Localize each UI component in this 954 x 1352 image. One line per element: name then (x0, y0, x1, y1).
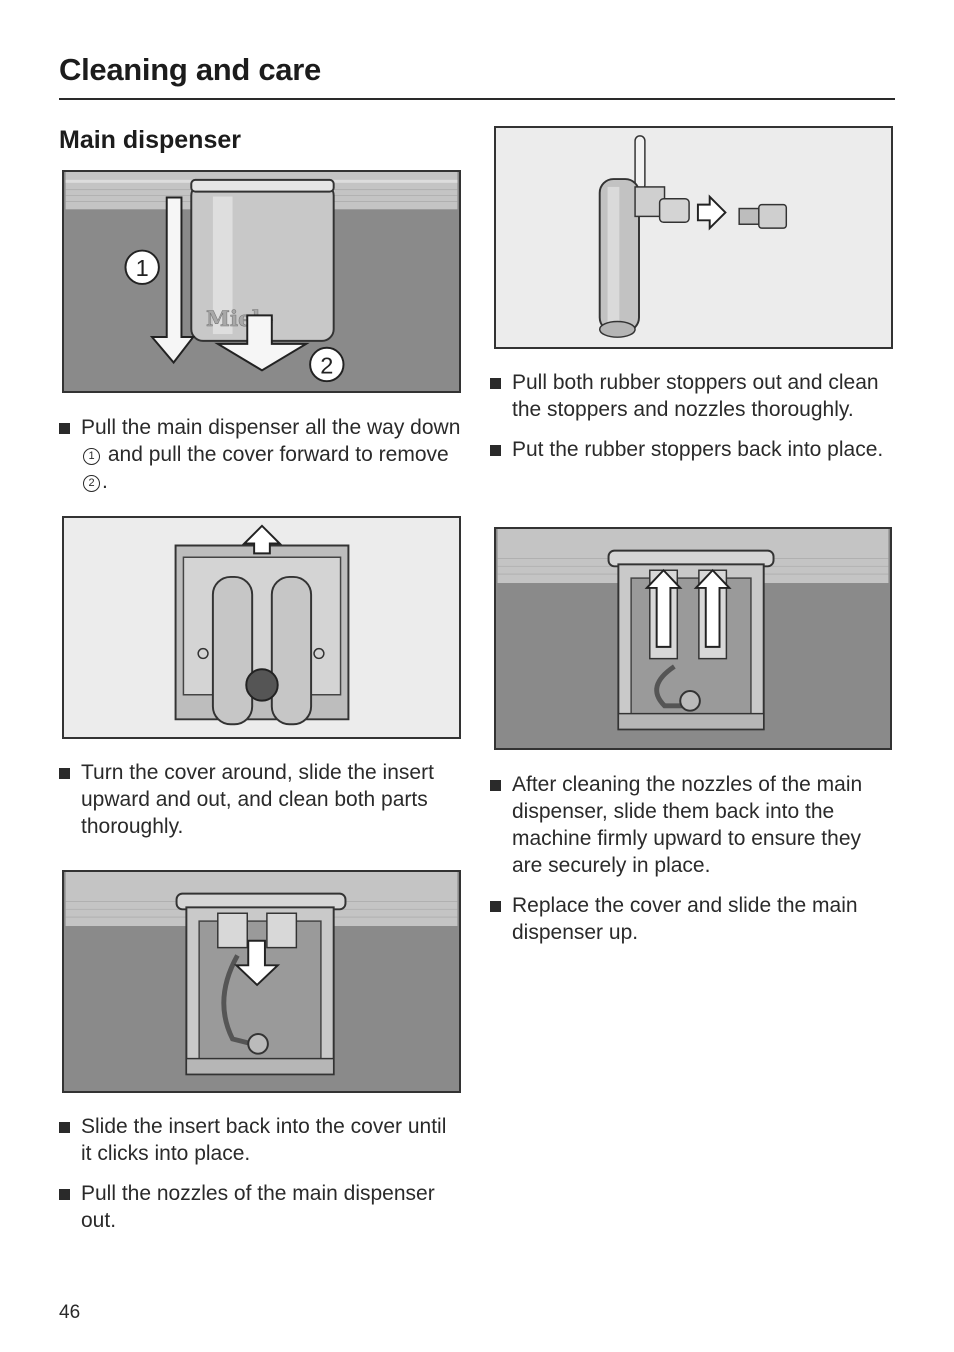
title-rule (59, 98, 895, 100)
instruction-step-3: Slide the insert back into the cover unt… (59, 1113, 459, 1167)
cover-insert-illustration (65, 518, 458, 737)
instruction-list-3: Slide the insert back into the cover unt… (59, 1113, 459, 1247)
instruction-list-5: After cleaning the nozzles of the main d… (490, 771, 896, 959)
instruction-step-5: Pull both rubber stoppers out and clean … (490, 369, 894, 423)
dispenser-illustration: Miele 1 2 (65, 172, 458, 391)
page-title: Cleaning and care (59, 52, 321, 87)
instruction-step-6: Put the rubber stoppers back into place. (490, 436, 894, 463)
bullet-icon (490, 445, 501, 456)
nozzles-up-illustration (497, 529, 889, 748)
figure-rubber-stopper (494, 126, 893, 349)
instruction-step-4: Pull the nozzles of the main dispenser o… (59, 1180, 459, 1234)
instruction-step-2: Turn the cover around, slide the insert … (59, 759, 459, 840)
bullet-icon (59, 768, 70, 779)
bullet-icon (59, 1189, 70, 1200)
rubber-stopper-illustration (497, 128, 890, 347)
figure-cover-insert (62, 516, 461, 739)
section-title: Main dispenser (59, 126, 241, 154)
instruction-list-4: Pull both rubber stoppers out and clean … (490, 369, 894, 476)
instruction-step-7: After cleaning the nozzles of the main d… (490, 771, 896, 879)
bullet-icon (490, 901, 501, 912)
figure-nozzles-down (62, 870, 461, 1093)
instruction-step-1: Pull the main dispenser all the way down… (59, 414, 469, 495)
instruction-step-8: Replace the cover and slide the main dis… (490, 892, 896, 946)
figure-pull-dispenser-down: Miele 1 2 (62, 170, 461, 393)
instruction-list-2: Turn the cover around, slide the insert … (59, 759, 459, 853)
page-number: 46 (59, 1302, 81, 1323)
bullet-icon (490, 378, 501, 389)
figure-nozzles-up (494, 527, 892, 750)
marker-2: 2 (320, 352, 333, 378)
marker-1-inline: 1 (83, 448, 100, 465)
bullet-icon (490, 780, 501, 791)
bullet-icon (59, 1122, 70, 1133)
nozzles-down-illustration (65, 872, 458, 1091)
instruction-list-1: Pull the main dispenser all the way down… (59, 414, 469, 508)
bullet-icon (59, 423, 70, 434)
marker-2-inline: 2 (83, 475, 100, 492)
marker-1: 1 (136, 255, 149, 281)
